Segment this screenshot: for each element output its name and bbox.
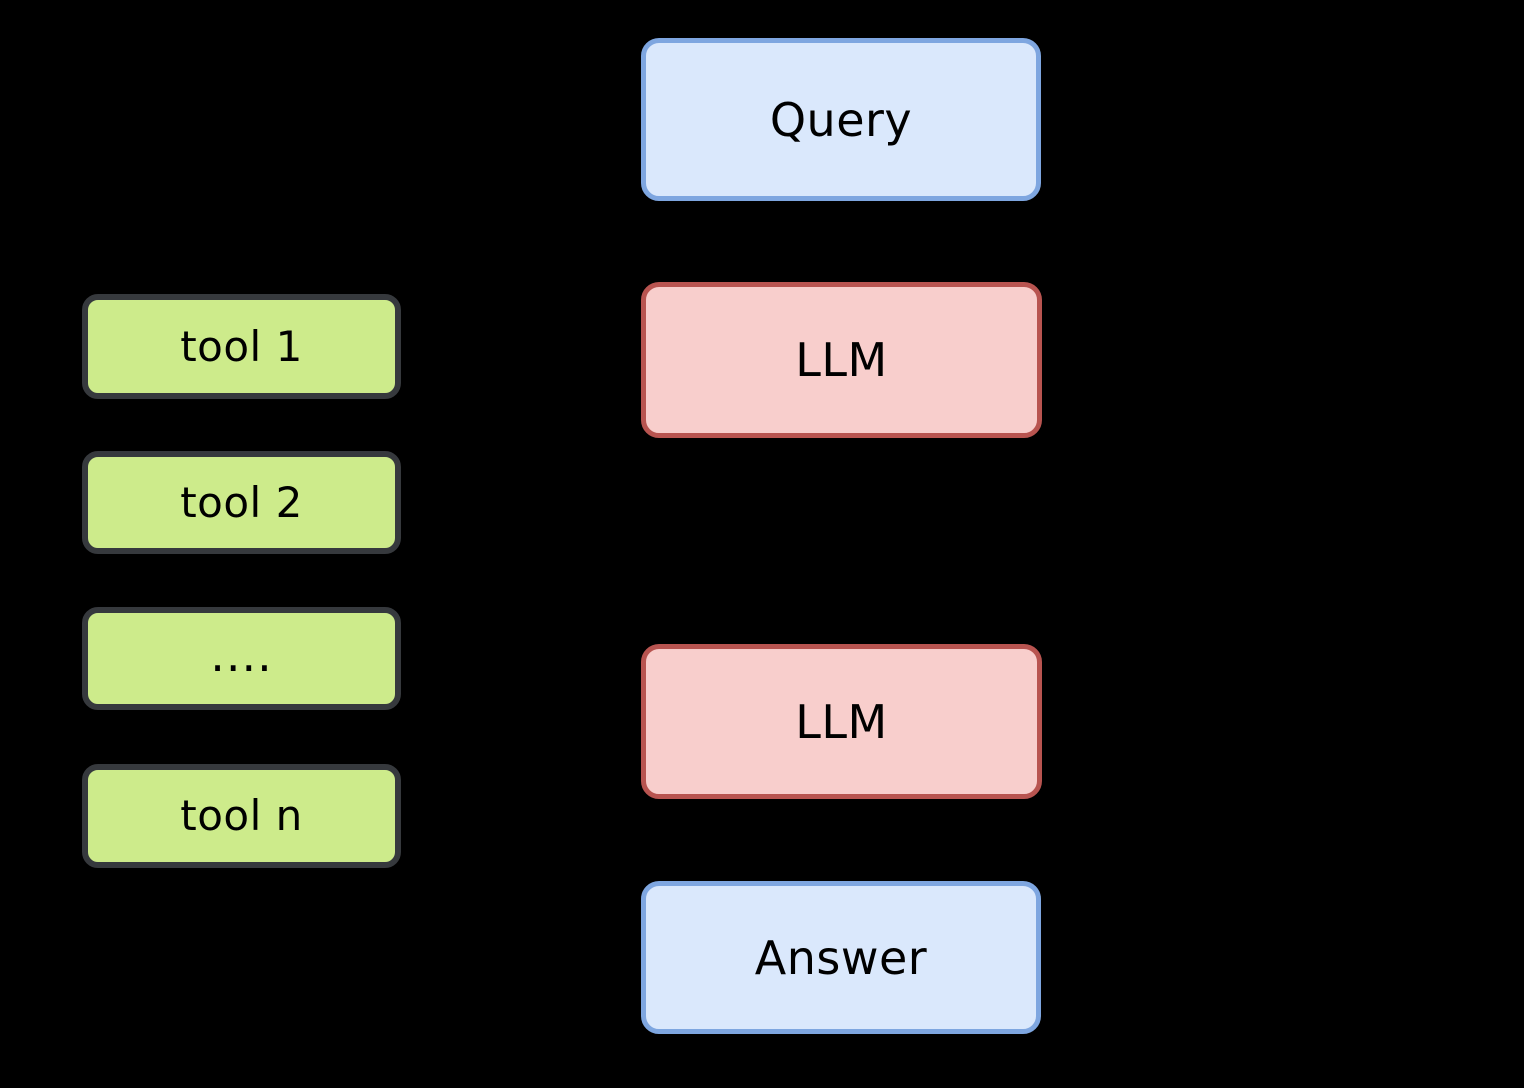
- answer-box[interactable]: Answer: [641, 881, 1041, 1034]
- llm-box-second-label: LLM: [795, 694, 888, 749]
- llm-box-first-label: LLM: [795, 333, 888, 387]
- answer-box-label: Answer: [754, 930, 928, 985]
- tool-box-2-label: tool 2: [180, 477, 303, 527]
- tool-box-1[interactable]: tool 1: [82, 294, 401, 399]
- query-box-label: Query: [769, 92, 913, 147]
- tool-box-ellipsis-label: ....: [210, 627, 273, 682]
- tool-box-n-label: tool n: [180, 791, 303, 840]
- query-box[interactable]: Query: [641, 38, 1041, 201]
- tool-box-1-label: tool 1: [180, 321, 303, 371]
- llm-box-second[interactable]: LLM: [641, 644, 1042, 799]
- tool-box-ellipsis[interactable]: ....: [82, 607, 401, 710]
- tool-box-n[interactable]: tool n: [82, 764, 401, 868]
- llm-box-first[interactable]: LLM: [641, 282, 1042, 438]
- tool-box-2[interactable]: tool 2: [82, 451, 401, 554]
